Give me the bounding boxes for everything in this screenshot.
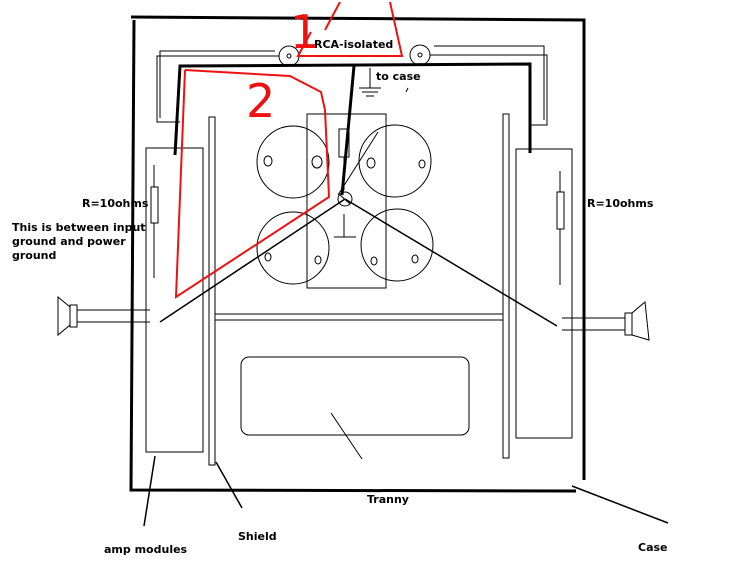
rca-wiring xyxy=(156,44,548,126)
note-line-3: ground xyxy=(12,249,56,262)
amp-modules-label: amp modules xyxy=(104,543,188,556)
ground-bus-wire xyxy=(173,62,532,196)
label-pointers xyxy=(143,455,669,527)
shield-label: Shield xyxy=(238,530,277,543)
annotation-marker-1: 1 xyxy=(290,5,319,59)
shield xyxy=(208,113,510,466)
note-line-1: This is between input xyxy=(12,221,146,234)
speaker-right xyxy=(562,301,650,341)
speaker-left xyxy=(57,295,150,337)
annotation-loop-2 xyxy=(174,69,331,299)
tranny xyxy=(240,356,470,460)
case-label: Case xyxy=(638,541,668,554)
tranny-label: Tranny xyxy=(367,493,409,506)
resistor-right-label: R=10ohms xyxy=(587,197,654,210)
rca-isolated-label: RCA-isolated xyxy=(314,38,393,51)
amp-module-right xyxy=(515,148,573,439)
case-ground-symbol xyxy=(359,68,409,97)
capacitor-bank xyxy=(256,113,434,289)
star-ground-wires xyxy=(159,198,558,327)
annotation-box-1 xyxy=(296,1,404,57)
note-line-2: ground and power xyxy=(12,235,126,248)
case-enclosure xyxy=(129,15,586,493)
to-case-label: to case xyxy=(376,70,421,83)
annotation-marker-2: 2 xyxy=(246,74,275,128)
resistor-left-label: R=10ohms xyxy=(82,197,149,210)
